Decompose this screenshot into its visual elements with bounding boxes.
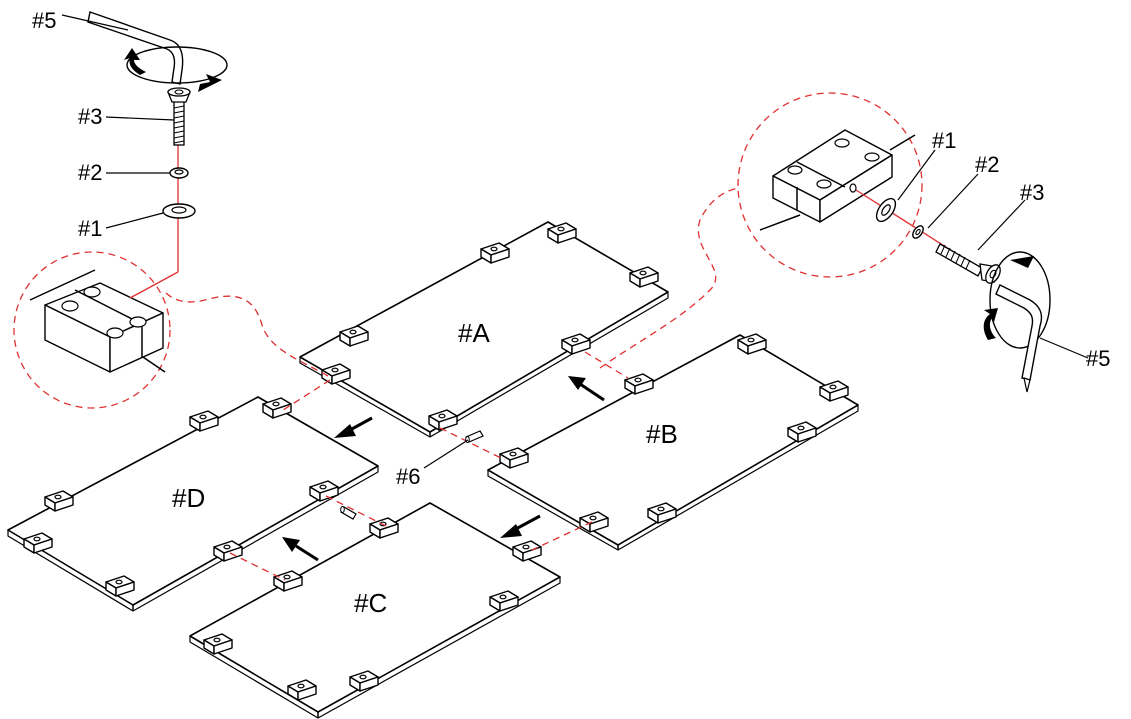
detail-circle: [13, 251, 171, 409]
callout-washer-small-left: #2: [78, 160, 102, 185]
bolt: [167, 87, 191, 146]
arrow-icon: [500, 514, 541, 538]
panel-b: #B: [487, 333, 859, 551]
bolt: [935, 243, 1001, 284]
right-hardware-detail: #1 #2 #3 #5: [737, 92, 1110, 393]
hex-key: [983, 251, 1051, 393]
panel-label-a: #A: [458, 318, 490, 348]
panel-d: #D: [7, 396, 379, 612]
callout-hex-key-right: #5: [1086, 346, 1110, 371]
dowel-pin: [465, 430, 484, 443]
panel-label-c: #C: [354, 588, 387, 618]
washer-large: [162, 203, 196, 219]
panel-label-d: #D: [172, 483, 205, 513]
panel-c: #C: [189, 502, 561, 719]
panel-a: #A: [299, 221, 669, 438]
washer-small: [169, 167, 189, 179]
arrow-icon: [568, 376, 605, 402]
connector-block: [512, 540, 542, 562]
callout-bolt-left: #3: [78, 104, 102, 129]
callout-washer-small-right: #2: [975, 152, 999, 177]
callout-dowel: #6: [396, 464, 420, 489]
left-hardware-detail: #5 #3 #2 #1: [13, 8, 228, 409]
assembly-arrows: [282, 376, 605, 562]
callout-bolt-right: #3: [1020, 180, 1044, 205]
detail-circle: [737, 92, 923, 278]
panel-label-b: #B: [646, 419, 678, 449]
dowel-pin: [340, 506, 357, 520]
washer-large: [875, 197, 897, 223]
hex-key: [87, 11, 228, 92]
callout-washer-large-right: #1: [932, 128, 956, 153]
arrow-icon: [282, 537, 319, 562]
arrow-icon: [334, 416, 373, 438]
callout-hex-key-left: #5: [32, 8, 56, 33]
washer-small: [912, 225, 924, 239]
alignment-guides: [162, 187, 739, 581]
callout-washer-large-left: #1: [78, 216, 102, 241]
